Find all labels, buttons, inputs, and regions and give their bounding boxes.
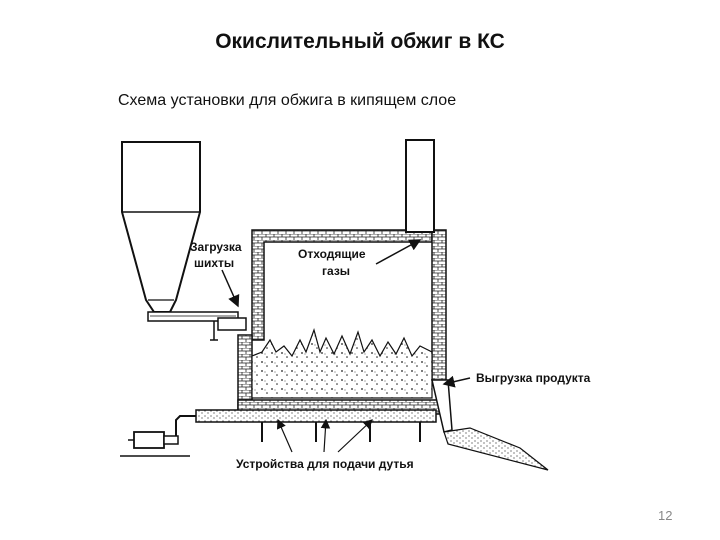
air-blower (120, 415, 196, 457)
label-product-unloading: Выгрузка продукта (476, 371, 591, 385)
feed-hopper (121, 141, 201, 313)
label-charge-loading-1: Загрузка (190, 240, 242, 254)
feed-screw-conveyor (147, 311, 247, 341)
label-off-gases-1: Отходящие (298, 247, 366, 261)
slide-title: Окислительный обжиг в КС (215, 30, 505, 53)
label-blast-devices: Устройства для подачи дутья (236, 457, 414, 471)
slide-number: 12 (658, 508, 673, 523)
label-charge-loading-2: шихты (194, 256, 234, 270)
label-off-gases-2: газы (322, 264, 350, 278)
product-discharge-chute (431, 379, 549, 471)
label-arrows (221, 239, 471, 453)
diagram-subtitle: Схема установки для обжига в кипящем сло… (118, 92, 457, 109)
fluidized-bed (251, 328, 433, 399)
air-distribution-duct (195, 409, 437, 442)
